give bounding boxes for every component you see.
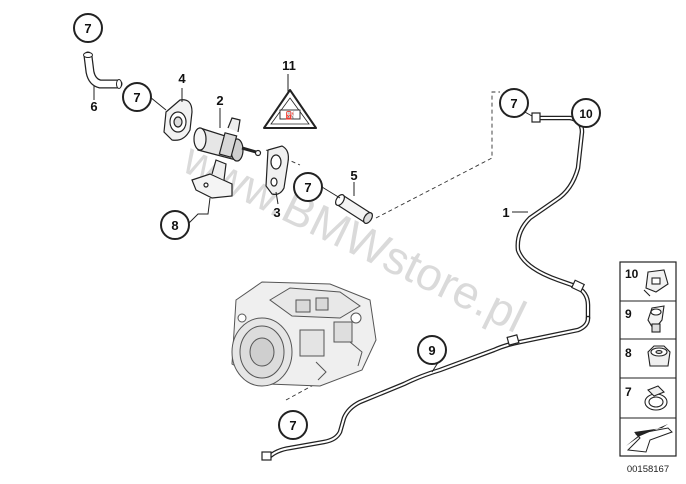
part-number: 00158167 bbox=[627, 464, 669, 475]
hose-clamp-icon bbox=[647, 305, 665, 333]
svg-text:9: 9 bbox=[428, 343, 435, 358]
legend-num-7: 7 bbox=[625, 385, 632, 399]
dash-lines bbox=[265, 91, 500, 401]
svg-text:7: 7 bbox=[133, 90, 140, 105]
svg-text:11: 11 bbox=[282, 58, 296, 73]
callout-7-c: 7 bbox=[293, 172, 323, 202]
sleeve-part-5 bbox=[335, 194, 373, 224]
bracket-part-3 bbox=[265, 145, 289, 195]
label-4: 4 bbox=[178, 71, 186, 86]
damper-part-4 bbox=[163, 99, 193, 141]
warning-label-part-11: ⛽ bbox=[263, 89, 317, 129]
mounting-plate-part-8 bbox=[191, 159, 233, 199]
svg-text:7: 7 bbox=[84, 21, 91, 36]
svg-text:7: 7 bbox=[304, 180, 311, 195]
svg-text:10: 10 bbox=[579, 107, 593, 121]
band-clamp-icon bbox=[644, 385, 668, 411]
svg-text:7: 7 bbox=[510, 96, 517, 111]
callout-10: 10 bbox=[571, 98, 601, 128]
label-5: 5 bbox=[350, 168, 357, 183]
svg-text:8: 8 bbox=[171, 218, 178, 233]
callout-7-b: 7 bbox=[122, 82, 152, 112]
label-1: 1 bbox=[502, 205, 509, 220]
legend-num-8: 8 bbox=[625, 346, 632, 360]
hose-part-6 bbox=[83, 51, 123, 89]
fuel-line-assembly bbox=[261, 112, 591, 461]
callout-7-e: 7 bbox=[278, 410, 308, 440]
callout-11: 11 bbox=[282, 58, 296, 73]
legend-num-9: 9 bbox=[625, 307, 632, 321]
legend-num-10: 10 bbox=[625, 267, 639, 281]
nut-icon bbox=[647, 345, 671, 367]
label-2: 2 bbox=[216, 93, 223, 108]
clip-icon bbox=[643, 269, 669, 297]
legend-panel: 10 9 8 7 bbox=[619, 261, 677, 457]
callout-7-d: 7 bbox=[499, 88, 529, 118]
svg-text:⛽: ⛽ bbox=[285, 110, 295, 120]
callout-9: 9 bbox=[417, 335, 447, 365]
heater-unit bbox=[231, 281, 377, 387]
label-6: 6 bbox=[90, 99, 97, 114]
svg-text:7: 7 bbox=[289, 418, 296, 433]
label-3: 3 bbox=[273, 205, 280, 220]
arrow-box-icon bbox=[626, 424, 673, 453]
callout-7-a: 7 bbox=[73, 13, 103, 43]
pump-part-2 bbox=[193, 117, 262, 162]
callout-8: 8 bbox=[160, 210, 190, 240]
